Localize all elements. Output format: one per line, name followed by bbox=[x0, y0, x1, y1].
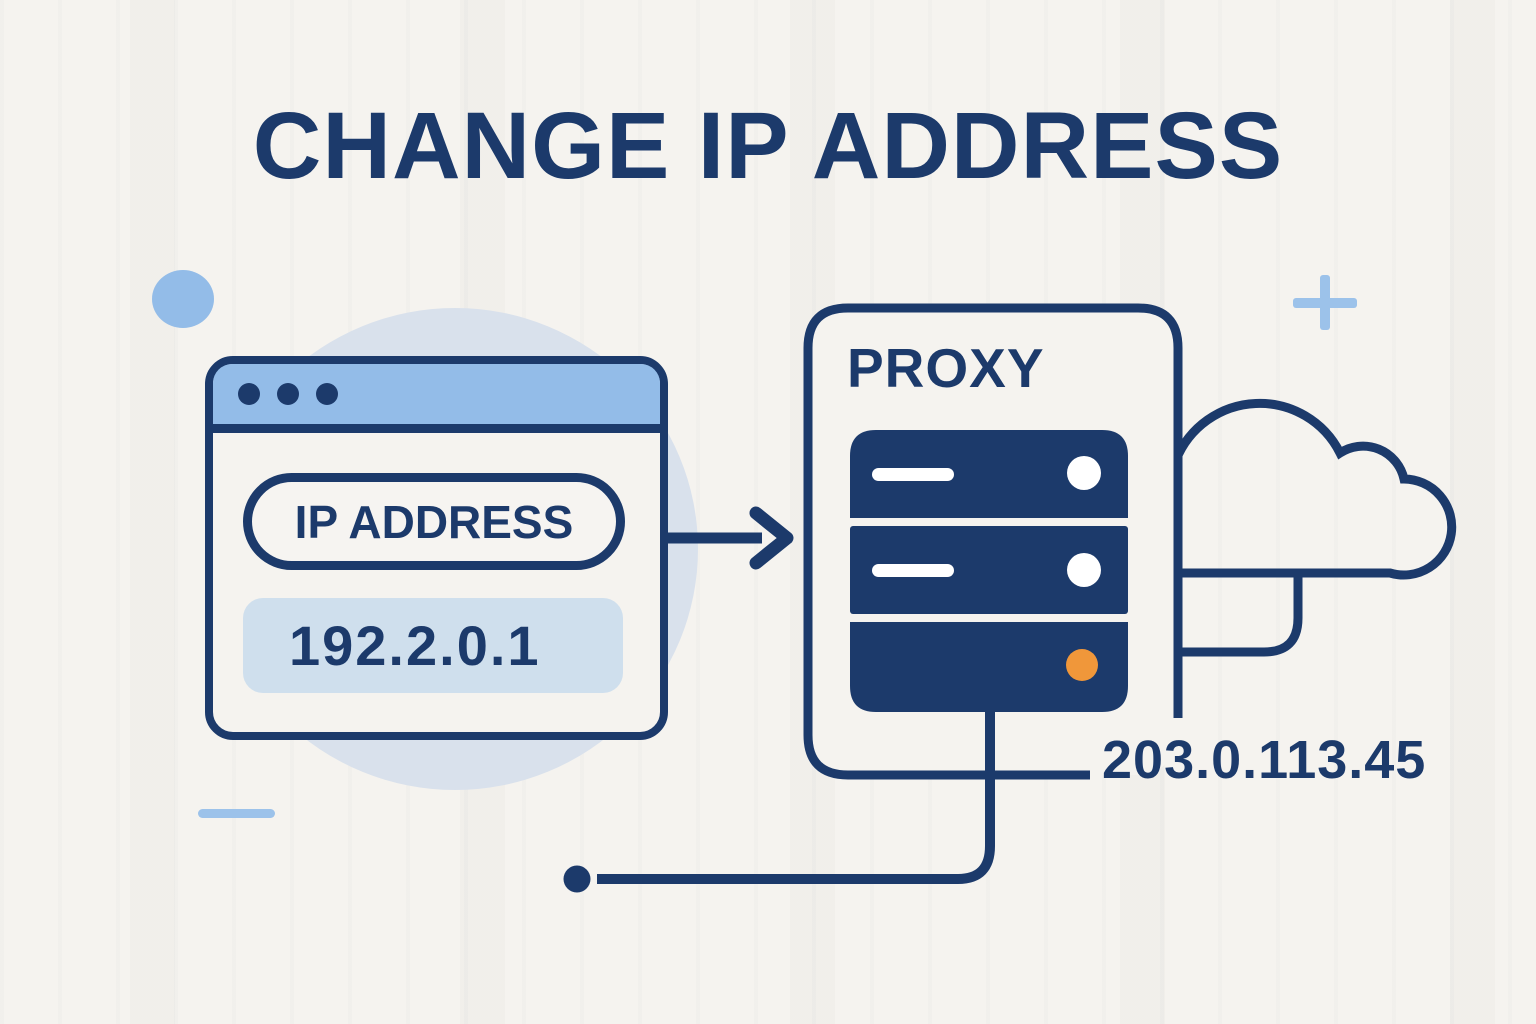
proxy-card-border bbox=[803, 303, 1183, 780]
plus-icon bbox=[1293, 275, 1357, 330]
window-control-dot bbox=[277, 383, 299, 405]
server-stack-icon bbox=[850, 430, 1128, 712]
server-downlink-line bbox=[597, 712, 995, 884]
cloud-connector-line bbox=[1182, 575, 1303, 657]
window-control-dot bbox=[238, 383, 260, 405]
decorative-circle bbox=[152, 270, 214, 328]
server-slab-bottom bbox=[850, 622, 1128, 712]
browser-titlebar bbox=[213, 364, 660, 433]
browser-window: IP ADDRESS 192.2.0.1 bbox=[205, 356, 668, 740]
server-vent-line bbox=[872, 564, 954, 577]
server-led bbox=[1067, 456, 1101, 490]
server-slab-top bbox=[850, 430, 1128, 518]
window-control-dot bbox=[316, 383, 338, 405]
page-title: CHANGE IP ADDRESS bbox=[252, 93, 1284, 199]
server-led bbox=[1067, 553, 1101, 587]
public-ip-value: 203.0.113.45 bbox=[1102, 730, 1427, 790]
downlink-endpoint-dot bbox=[563, 865, 591, 893]
arrow-right-icon bbox=[668, 506, 794, 570]
server-slab-middle bbox=[850, 526, 1128, 614]
proxy-label: PROXY bbox=[847, 337, 1045, 399]
server-vent-line bbox=[872, 468, 954, 481]
decorative-dash bbox=[198, 809, 275, 818]
ip-address-pill: IP ADDRESS bbox=[243, 473, 625, 570]
ip-address-label: IP ADDRESS bbox=[294, 495, 574, 548]
local-ip-box: 192.2.0.1 bbox=[243, 598, 623, 693]
arrow-head bbox=[749, 506, 794, 570]
local-ip-value: 192.2.0.1 bbox=[289, 614, 541, 677]
cloud-icon bbox=[1150, 398, 1457, 580]
server-led-active bbox=[1066, 649, 1098, 681]
